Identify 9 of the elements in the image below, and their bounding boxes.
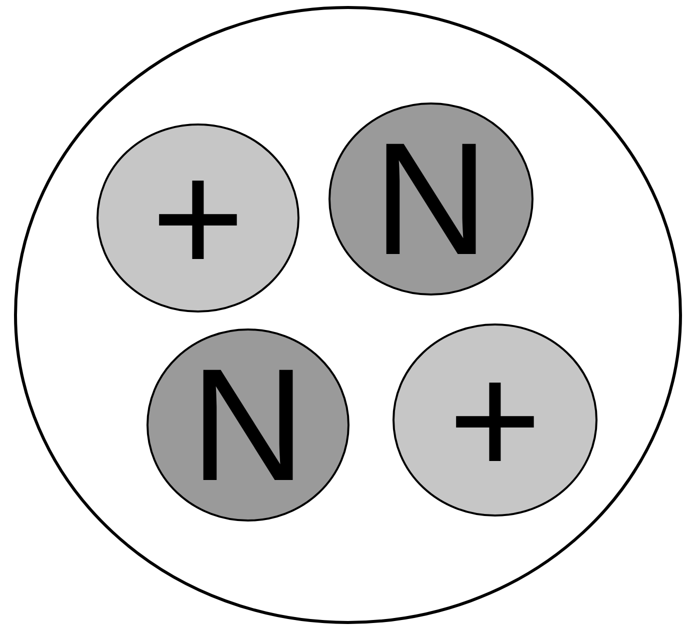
particle-label: +	[151, 138, 245, 298]
particle-label: N	[190, 345, 306, 505]
particle-circle	[146, 328, 350, 522]
particle-label: +	[448, 340, 542, 500]
particle-label: N	[373, 119, 489, 279]
particle-circle	[392, 323, 598, 517]
particle-circle	[96, 123, 300, 313]
outer-circle	[14, 6, 682, 624]
particle-circle	[328, 102, 534, 296]
